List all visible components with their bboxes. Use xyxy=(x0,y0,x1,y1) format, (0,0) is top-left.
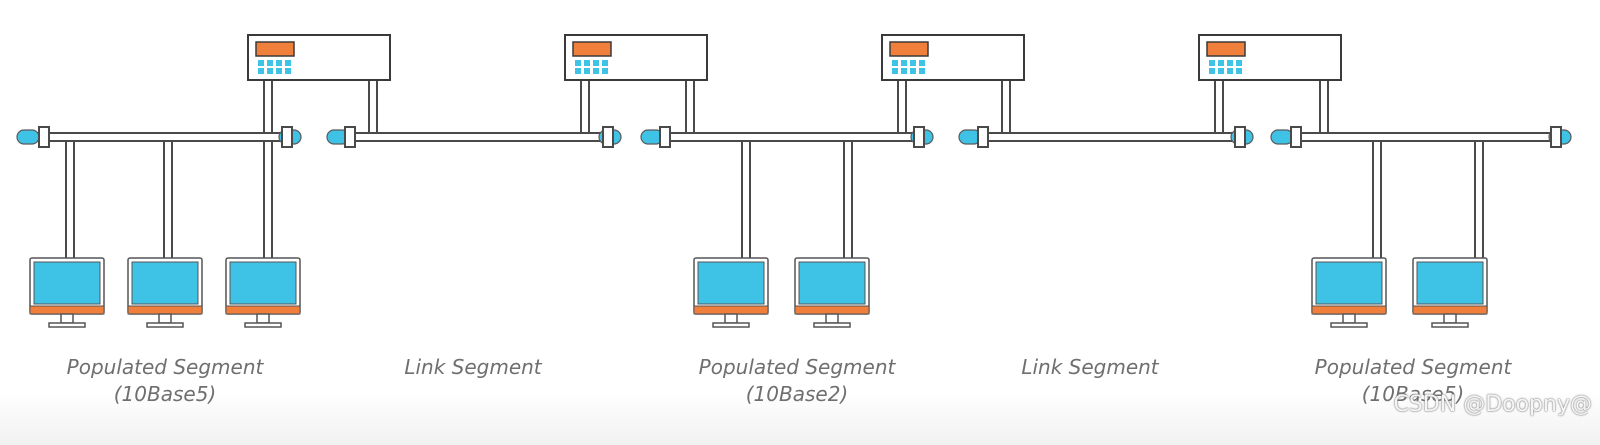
segment-label-1: Populated Segment(10Base5) xyxy=(66,355,264,406)
segment-label-5: Populated Segment(10Base5) xyxy=(1314,355,1512,406)
bus-segment-4 xyxy=(958,126,1254,148)
computer-icon xyxy=(794,257,870,328)
computer-icon xyxy=(127,257,203,328)
bus-segment-5 xyxy=(1270,126,1572,148)
repeater-cables xyxy=(263,78,1329,137)
computer-icon xyxy=(693,257,769,328)
bus-segment-2 xyxy=(326,126,622,148)
repeater-icon xyxy=(881,34,1025,81)
repeater-icon xyxy=(1198,34,1342,81)
repeater-icon xyxy=(564,34,708,81)
computer-icon xyxy=(1311,257,1387,328)
drop-cables xyxy=(65,137,1484,262)
segment-label-3: Populated Segment(10Base2) xyxy=(698,355,896,406)
repeater-icon xyxy=(247,34,391,81)
computer-icon xyxy=(1412,257,1488,328)
terminator-icon xyxy=(16,129,40,145)
segment-label-2: Link Segment xyxy=(404,355,542,379)
computer-icon xyxy=(29,257,105,328)
watermark: CSDN @Doopny@ xyxy=(1393,392,1592,417)
computer-icon xyxy=(225,257,301,328)
bus-segment-1 xyxy=(16,126,302,148)
bus-segment-3 xyxy=(640,126,934,148)
segment-label-4: Link Segment xyxy=(1021,355,1159,379)
terminator-icon xyxy=(1270,129,1294,145)
